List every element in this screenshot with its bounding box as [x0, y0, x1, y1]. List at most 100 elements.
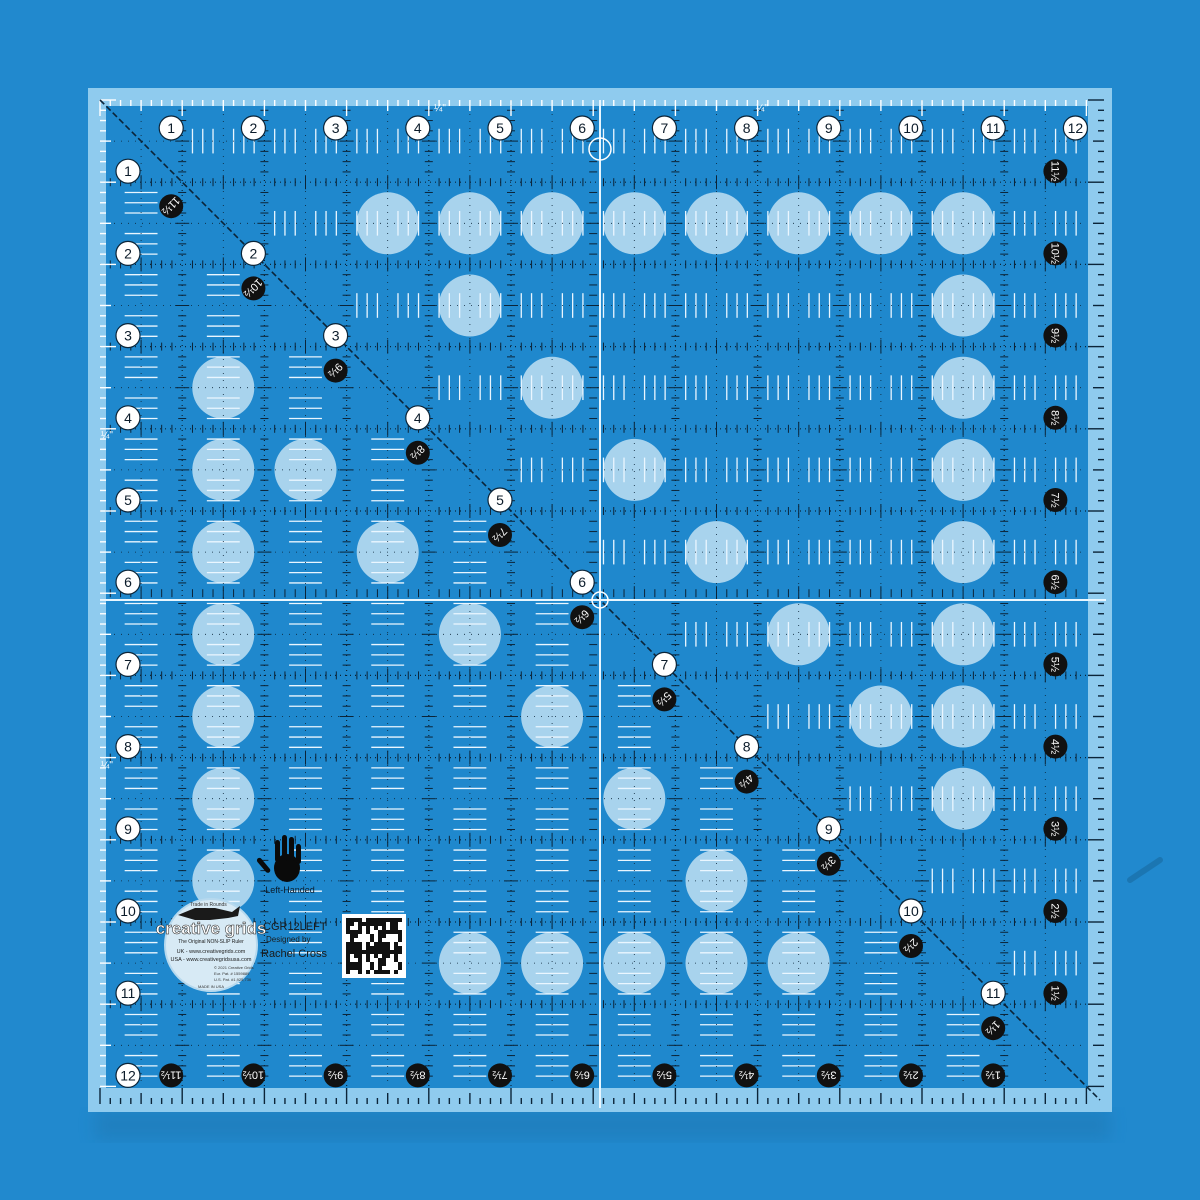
top-number-8: 8: [743, 120, 751, 136]
qr-cell-85: [390, 950, 394, 954]
bottom-half-label-3: 8½: [410, 1068, 425, 1080]
dash-marks: [124, 128, 1077, 1077]
qr-cell-50: [378, 938, 382, 942]
logo-tagline-top: Trade in Rounds: [190, 902, 227, 908]
qr-cell-11: [394, 918, 398, 922]
qr-cell-114: [370, 966, 374, 970]
top-number-3: 3: [332, 120, 340, 136]
right-half-label-8: 3½: [1048, 821, 1060, 836]
qr-cell-42: [350, 934, 354, 938]
qr-cell-112: [354, 966, 358, 970]
right-half-label-2: 9½: [1048, 328, 1060, 343]
right-half-label-1: 10½: [1048, 243, 1060, 264]
qr-cell-39: [390, 930, 394, 934]
side-number-8-badge: [115, 733, 141, 760]
dot-24: [932, 603, 995, 666]
right-half-label-7: 4½: [1048, 739, 1060, 754]
qr-cell-68: [374, 946, 378, 950]
diagonal-number-8: 8: [743, 739, 751, 755]
qr-cell-6: [374, 918, 378, 922]
dot-17: [192, 521, 255, 584]
top-number-10-badge: [898, 115, 924, 141]
qr-cell-98: [366, 958, 370, 962]
diagonal-number-8-badge: [733, 733, 760, 760]
qr-cell-121: [378, 970, 382, 974]
bottom-half-label-5: 6½: [575, 1068, 590, 1080]
qr-cell-108: [382, 962, 386, 966]
bottom-half-label-4: 7½: [492, 1068, 507, 1080]
side-number-7: 7: [124, 656, 132, 672]
side-number-4: 4: [124, 410, 132, 426]
right-half-label-3: 8½: [1048, 410, 1060, 425]
qr-cell-58: [378, 942, 382, 946]
qr-cell-36: [378, 930, 382, 934]
top-number-5-badge: [487, 115, 513, 141]
top-number-12-badge: [1062, 115, 1089, 141]
qr-cell-106: [370, 962, 374, 966]
logo-copyright: © 2021 Creative Grids: [214, 965, 254, 970]
side-number-10-badge: [115, 898, 141, 924]
right-half-label-8-badge: [1043, 816, 1068, 841]
bottom-half-label-7: 4½: [739, 1068, 754, 1080]
top-number-11-badge: [980, 115, 1006, 141]
diagonal-number-5-badge: [487, 487, 513, 513]
qr-cell-103: [350, 962, 354, 966]
qr-cell-1: [350, 918, 354, 922]
bottom-half-label-6: 5½: [657, 1068, 672, 1080]
qr-cell-91: [366, 954, 370, 958]
qr-cell-23: [394, 922, 398, 926]
side-number-8: 8: [124, 739, 132, 755]
top-number-11: 11: [986, 120, 1001, 136]
dot-7: [932, 192, 995, 255]
diagonal-number-3-badge: [323, 323, 349, 349]
fox-logo-icon: [178, 906, 240, 920]
qr-cell-109: [398, 962, 402, 966]
logo-brand: creative grids: [156, 919, 267, 938]
qr-cell-87: [398, 950, 402, 954]
qr-cell-110: [346, 966, 350, 970]
right-half-label-10: 1½: [1048, 986, 1060, 1001]
qr-cell-12: [398, 918, 402, 922]
top-number-5: 5: [496, 120, 504, 136]
qr-cell-19: [374, 922, 378, 926]
diagonal-half-label-6-badge: [652, 687, 677, 712]
bottom-half-label-3-badge: [405, 1063, 430, 1088]
bottom-half-label-2: 9½: [328, 1068, 343, 1080]
side-number-6-badge: [115, 569, 141, 595]
qr-cell-18: [370, 922, 374, 926]
top-number-4: 4: [414, 120, 422, 136]
qr-cell-119: [366, 970, 370, 974]
side-number-7-badge: [115, 651, 141, 678]
dot-9: [932, 274, 995, 337]
qr-cell-65: [358, 946, 362, 950]
qr-cell-31: [346, 930, 350, 934]
diagonal-number-2: 2: [250, 245, 258, 261]
qr-cell-16: [362, 922, 366, 926]
top-number-4-badge: [405, 115, 431, 141]
qr-cell-5: [370, 918, 374, 922]
dot-36: [603, 932, 666, 995]
side-number-9: 9: [124, 821, 132, 837]
side-number-12: 12: [120, 1067, 136, 1083]
qr-cell-38: [386, 930, 390, 934]
top-center-target: [588, 137, 612, 161]
bottom-half-label-10-badge: [981, 1063, 1006, 1088]
qr-cell-86: [394, 950, 398, 954]
qr-cell-118: [358, 970, 362, 974]
side-number-10: 10: [120, 903, 136, 919]
qr-cell-51: [398, 938, 402, 942]
top-number-7-badge: [651, 115, 678, 141]
qr-cell-28: [382, 926, 386, 930]
qr-cell-8: [382, 918, 386, 922]
logo-uk-line: UK - www.creativegrids.com: [177, 949, 246, 955]
qr-cell-26: [366, 926, 370, 930]
qr-cell-111: [350, 966, 354, 970]
qr-cell-25: [358, 926, 362, 930]
diagonal-half-label-2-badge: [323, 358, 348, 383]
qr-cell-22: [390, 922, 394, 926]
diagonal-number-4-badge: [405, 405, 431, 431]
bottom-half-label-4-badge: [488, 1063, 512, 1088]
qr-cell-107: [378, 962, 382, 966]
qr-cell-74: [346, 950, 350, 954]
